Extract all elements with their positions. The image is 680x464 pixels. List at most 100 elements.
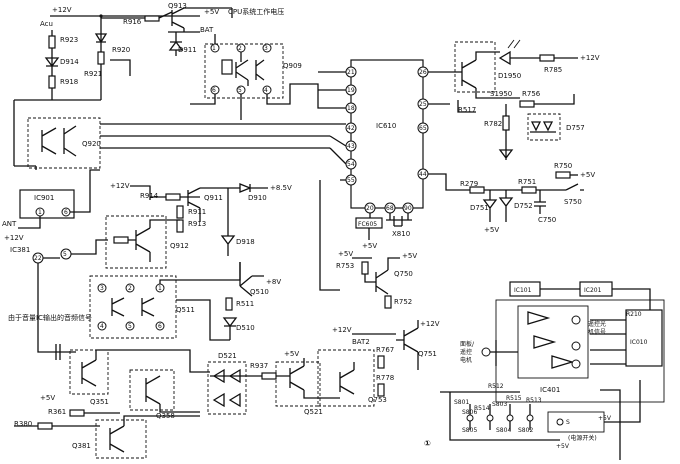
svg-text:68: 68 [386, 205, 394, 212]
label-fc605: FC605 [358, 221, 377, 228]
label-5v-q750-right: +5V [402, 252, 417, 260]
label-s1950: S1950 [490, 90, 512, 98]
svg-text:3: 3 [264, 45, 268, 52]
label-r515: R515 [506, 395, 522, 402]
svg-text:55: 55 [347, 177, 355, 184]
label-5v-q521: +5V [284, 350, 299, 358]
label-d914: D914 [60, 58, 79, 66]
label-5v-mid: +5V [362, 242, 377, 250]
ic610-pins-bottom: 20 68 90 [364, 202, 414, 214]
label-audio-note: 由于音量IC输出的音频信号 [8, 313, 92, 322]
svg-text:20: 20 [366, 205, 374, 212]
label-5v-q750-left: +5V [338, 250, 353, 258]
label-r916: R916 [123, 18, 142, 26]
label-r782: R782 [484, 120, 502, 128]
ic610-body [350, 59, 424, 209]
svg-text:3: 3 [100, 285, 104, 292]
label-r513: R513 [526, 397, 542, 404]
label-r937: R937 [250, 362, 268, 370]
label-r511: R511 [236, 300, 254, 308]
label-r767: R767 [376, 346, 394, 354]
label-s805: S805 [462, 427, 477, 434]
label-ic381: IC381 [10, 246, 30, 254]
label-d510: D510 [236, 324, 255, 332]
label-ic101: IC101 [514, 287, 532, 294]
label-d521: D521 [218, 352, 237, 360]
svg-text:54: 54 [347, 161, 355, 168]
label-r279: R279 [460, 180, 478, 188]
svg-text:2: 2 [238, 45, 242, 52]
ic901-section: IC901 1 6 ANT +12V IC381 22 5 [2, 169, 108, 300]
q920-section: Q920 [14, 117, 330, 170]
label-ic610: IC610 [376, 122, 396, 130]
label-12v-q911: +12V [110, 182, 130, 190]
svg-text:21: 21 [347, 69, 355, 76]
label-r380: R380 [14, 420, 32, 428]
q511-section: Q511 3 2 1 4 5 6 +8V Q510 R511 D510 [89, 262, 281, 341]
label-5v-bottom: +5V [598, 415, 612, 422]
svg-text:6: 6 [64, 209, 68, 216]
top-power-section: +12V R916 Q913 +5V CPU系统工作电压 D911 Acu R9… [13, 2, 284, 166]
label-s802: S802 [518, 427, 533, 434]
label-bat: BAT [200, 26, 214, 34]
label-d752: D752 [514, 202, 533, 210]
svg-text:2: 2 [128, 285, 132, 292]
label-r920: R920 [112, 46, 130, 54]
label-ic010: IC010 [630, 339, 648, 346]
label-r752: R752 [394, 298, 412, 306]
svg-text:5: 5 [238, 87, 242, 94]
label-5v-r351: +5V [40, 394, 55, 402]
label-c750: C750 [538, 216, 556, 224]
label-12v-q751-left: +12V [332, 326, 352, 334]
s750-section: R279 R751 R750 +5V S750 D751 D752 +5V C7… [428, 162, 595, 234]
label-q913: Q913 [168, 2, 187, 10]
svg-text:25: 25 [419, 101, 427, 108]
label-ic401: IC401 [540, 386, 560, 394]
label-q911: Q911 [204, 194, 223, 202]
svg-text:4: 4 [264, 87, 268, 94]
label-s803: S803 [492, 401, 507, 408]
label-d910: D910 [248, 194, 267, 202]
label-r750: R750 [554, 162, 572, 170]
label-motor-note-2: 遥控 [460, 348, 472, 356]
label-q381: Q381 [72, 442, 91, 450]
figure-number: ① [424, 439, 431, 448]
label-12v-right: +12V [580, 54, 600, 62]
label-5v-c750: +5V [580, 171, 595, 179]
label-r911: R911 [188, 208, 206, 216]
label-5v-top: +5V [204, 8, 219, 16]
svg-text:1: 1 [38, 209, 42, 216]
svg-text:44: 44 [419, 171, 427, 178]
label-s750: S750 [564, 198, 582, 206]
label-5v-key: +5V [556, 443, 570, 450]
label-d757: D757 [566, 124, 585, 132]
svg-text:43: 43 [347, 143, 355, 150]
svg-text:22: 22 [34, 255, 42, 262]
label-key-note: (电源开关) [568, 434, 597, 442]
label-q751: Q751 [418, 350, 437, 358]
svg-text:18: 18 [347, 105, 355, 112]
label-d1950: D1950 [498, 72, 521, 80]
svg-text:5: 5 [128, 323, 132, 330]
label-q753: Q753 [368, 396, 387, 404]
q911-section: +12V R914 Q911 D910 +8.5V R911 R913 D918… [105, 182, 292, 269]
label-q511: Q511 [176, 306, 195, 314]
label-remote-note-1: 遥控光 [588, 320, 606, 328]
svg-text:26: 26 [419, 69, 427, 76]
label-cpu-supply: CPU系统工作电压 [228, 7, 284, 16]
ic401-section: IC101 IC201 IC010 R210 遥控光 机信号 IC401 面板/… [460, 281, 665, 403]
right-indicator-section: D1950 R785 +12V S1950 R517 R756 R782 D75… [428, 39, 600, 160]
label-r785: R785 [544, 66, 562, 74]
svg-text:1: 1 [158, 285, 162, 292]
label-q521: Q521 [304, 408, 323, 416]
audio-section: 由于音量IC输出的音频信号 Q351 Q358 +5V R361 R380 Q3… [8, 300, 210, 459]
label-r753: R753 [336, 262, 354, 270]
label-q909: Q909 [283, 62, 302, 70]
svg-text:4: 4 [100, 323, 104, 330]
q750-section: +5V R753 +5V Q750 R752 [336, 250, 417, 309]
svg-text:65: 65 [419, 125, 427, 132]
label-ic201: IC201 [584, 287, 602, 294]
label-5v-d751: +5V [484, 226, 499, 234]
label-q510: Q510 [250, 288, 269, 296]
